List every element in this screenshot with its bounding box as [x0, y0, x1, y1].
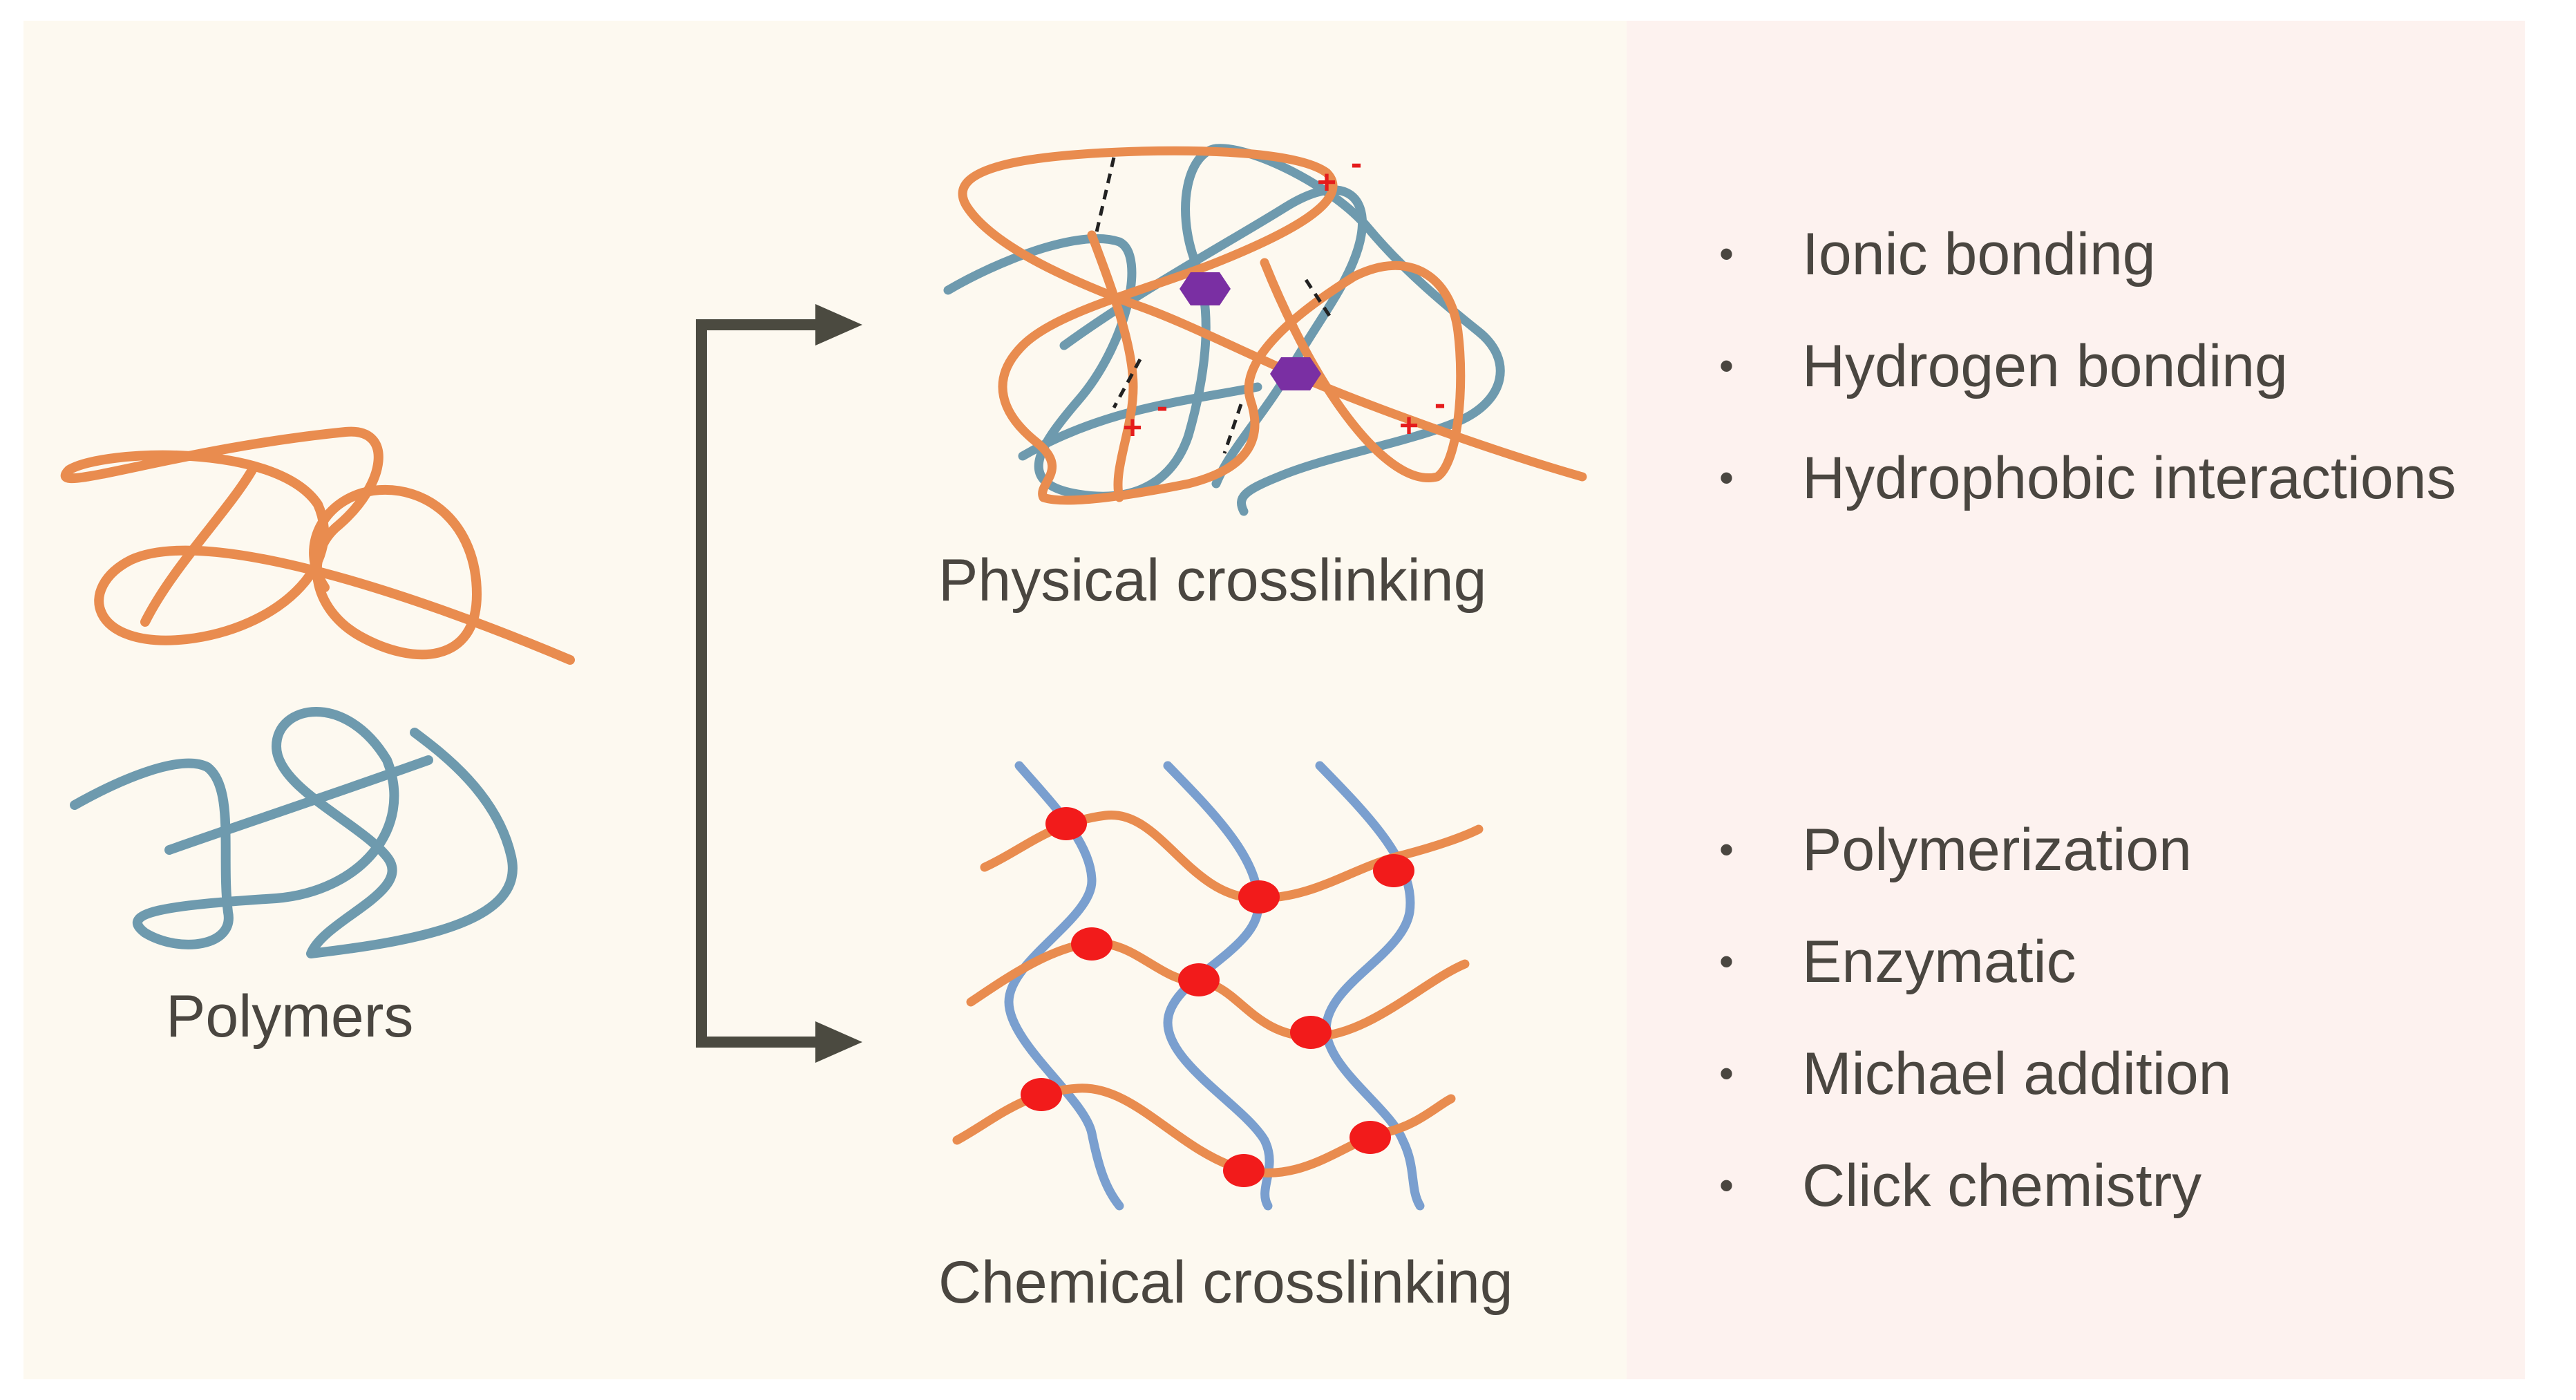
crosslink-node	[1373, 854, 1414, 887]
list-item: • Hydrogen bonding	[1719, 332, 2456, 444]
polymer-teal-chain	[70, 707, 518, 958]
charge-minus: -	[1157, 388, 1168, 425]
chemical-crosslinking-label: Chemical crosslinking	[938, 1249, 1513, 1316]
list-item: • Hydrophobic interactions	[1719, 444, 2456, 556]
crosslink-node	[1071, 927, 1112, 961]
list-item: • Polymerization	[1719, 815, 2231, 927]
list-item: • Ionic bonding	[1719, 220, 2456, 332]
method-label: Hydrophobic interactions	[1802, 445, 2456, 511]
crosslink-node	[1178, 963, 1220, 996]
bullet-icon: •	[1719, 826, 1734, 873]
method-label: Hydrogen bonding	[1802, 333, 2288, 399]
crosslink-node	[1223, 1154, 1265, 1187]
charge-minus: -	[1351, 145, 1362, 182]
hydrophobic-hexagon	[1270, 357, 1321, 390]
crosslink-node	[1045, 807, 1087, 840]
bullet-icon: •	[1719, 938, 1734, 985]
method-label: Ionic bonding	[1802, 221, 2156, 287]
method-label: Polymerization	[1802, 817, 2192, 883]
bullet-icon: •	[1719, 455, 1734, 501]
polymers-label: Polymers	[166, 983, 414, 1050]
charge-minus: -	[1434, 386, 1446, 422]
hydrogen-bonds	[1094, 157, 1333, 454]
list-item: • Enzymatic	[1719, 927, 2231, 1039]
left-panel	[23, 21, 1627, 1379]
physical-methods-list: • Ionic bonding • Hydrogen bonding • Hyd…	[1719, 220, 2456, 556]
bullet-icon: •	[1719, 1050, 1734, 1097]
right-panel	[1627, 21, 2525, 1379]
hydrophobic-hexagon	[1180, 272, 1231, 305]
bullet-icon: •	[1719, 231, 1734, 277]
charge-plus: +	[1123, 410, 1142, 446]
method-label: Michael addition	[1802, 1041, 2232, 1107]
crosslink-node	[1290, 1016, 1332, 1049]
bullet-icon: •	[1719, 1162, 1734, 1209]
method-label: Click chemistry	[1802, 1153, 2202, 1219]
arrowhead-chemical	[815, 1021, 862, 1063]
polymer-orange-chain	[60, 426, 575, 665]
crosslink-node	[1349, 1121, 1391, 1154]
crosslink-node	[1021, 1078, 1062, 1111]
chemical-crosslinks	[1021, 807, 1414, 1187]
list-item: • Michael addition	[1719, 1039, 2231, 1151]
crosslink-node	[1238, 880, 1280, 914]
charge-plus: +	[1317, 164, 1336, 201]
bullet-icon: •	[1719, 343, 1734, 389]
ionic-charges: + - + - + -	[1123, 145, 1446, 446]
split-arrow	[696, 319, 822, 1048]
list-item: • Click chemistry	[1719, 1151, 2231, 1263]
charge-plus: +	[1399, 408, 1419, 444]
arrowhead-physical	[815, 304, 862, 346]
physical-crosslinking-label: Physical crosslinking	[938, 547, 1487, 614]
physical-orange-strands	[958, 146, 1587, 505]
method-label: Enzymatic	[1802, 929, 2076, 995]
chemical-methods-list: • Polymerization • Enzymatic • Michael a…	[1719, 815, 2231, 1263]
